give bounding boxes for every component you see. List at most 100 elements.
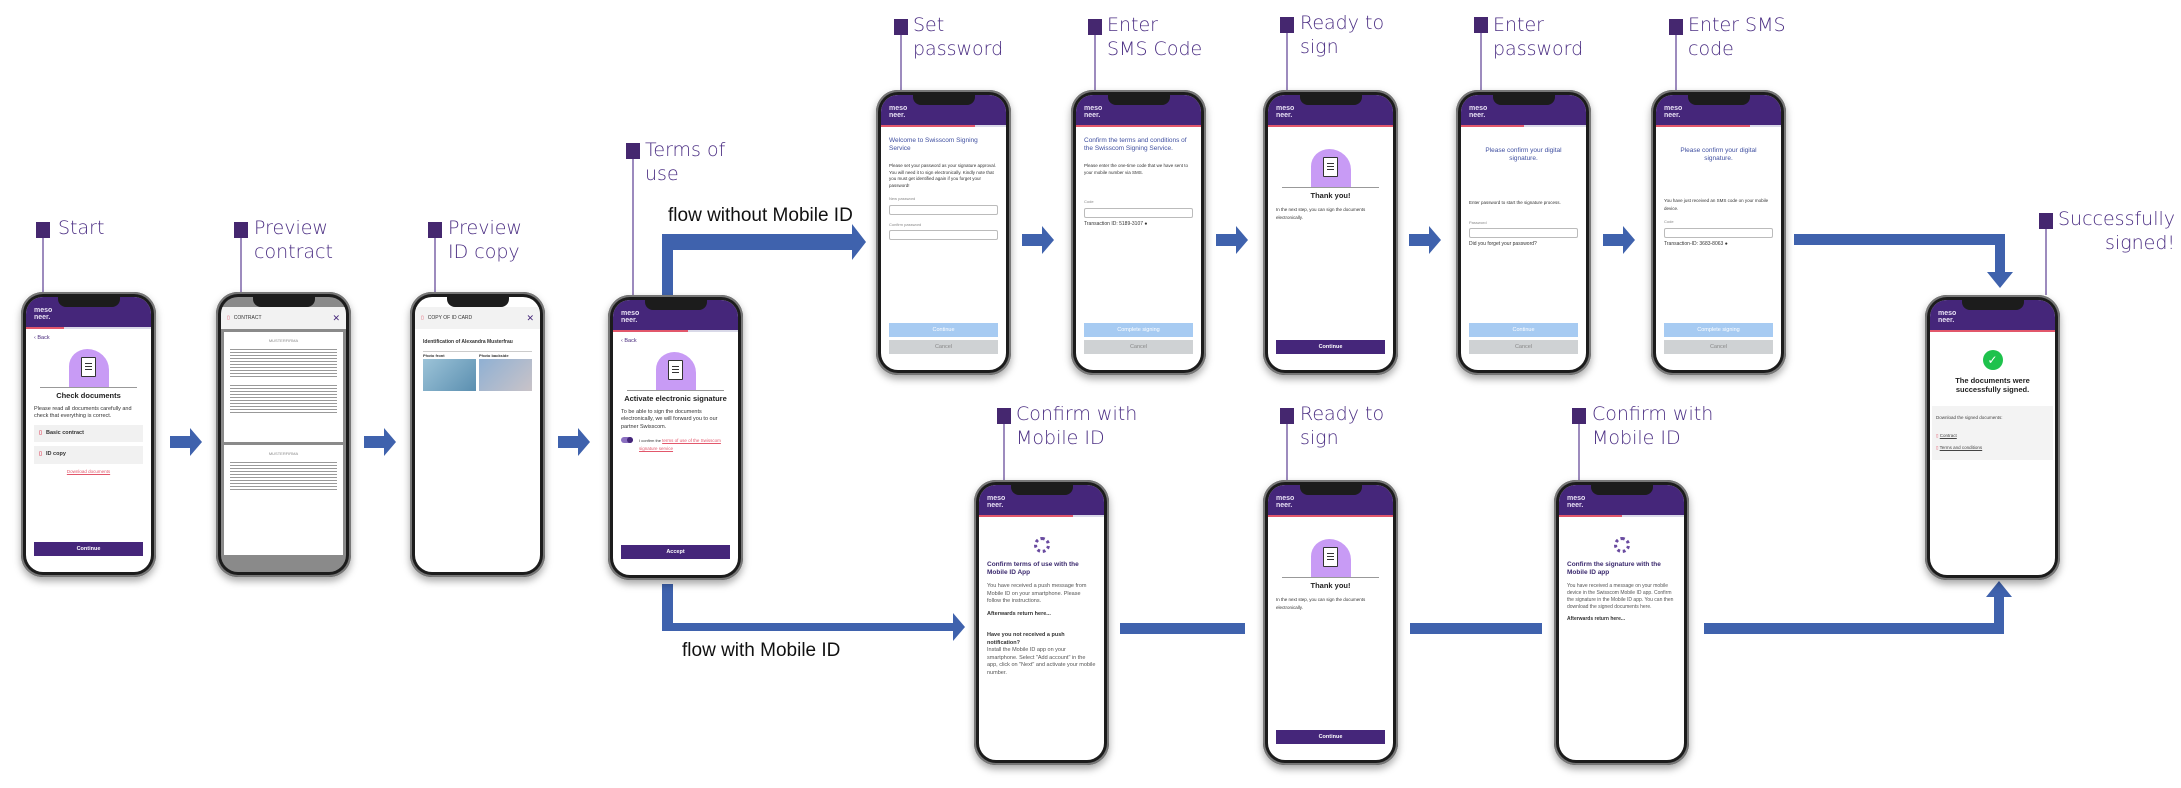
contract-page: MUSTERFIRMA <box>224 445 343 555</box>
mesoneer-logo: meso neer. <box>34 307 53 321</box>
step-label-enter-sms-code: Enter SMS code <box>1688 14 1786 60</box>
help-icon[interactable]: ● <box>1144 220 1148 227</box>
close-icon[interactable]: ✕ <box>332 312 340 323</box>
new-password-input[interactable] <box>889 204 998 215</box>
progress-bar <box>979 515 1104 517</box>
contract-page: MUSTERFIRMA <box>224 332 343 442</box>
signed-documents-panel: Download the signed documents: ▯ Contrac… <box>1932 406 2053 460</box>
step-label-set-password: Set password <box>913 14 1004 60</box>
mesoneer-logo: meso neer. <box>1469 105 1488 119</box>
code-input[interactable] <box>1664 227 1773 238</box>
arrow-4 <box>1022 226 1054 254</box>
cancel-button[interactable]: Cancel <box>889 340 998 354</box>
step-marker <box>626 143 640 159</box>
continue-button[interactable]: Continue <box>1469 323 1578 337</box>
screen-title: Check documents <box>56 390 121 400</box>
step-label-success: Successfully signed! <box>2058 208 2176 254</box>
phone-contract-preview: ▯CONTRACT✕ MUSTERFIRMA MUSTERFIRMA <box>216 292 351 577</box>
password-input[interactable] <box>1469 228 1578 238</box>
complete-signing-button[interactable]: Complete signing <box>1664 323 1773 337</box>
screen-title: Confirm the terms and conditions of the … <box>1084 137 1187 152</box>
arrow-5 <box>1216 226 1248 254</box>
screen-text: You have received a push message from Mo… <box>987 583 1087 604</box>
cancel-button[interactable]: Cancel <box>1469 340 1578 354</box>
phone-enter-sms-code-2: meso neer. Please confirm your digital s… <box>1651 90 1786 375</box>
screen-title: The documents were successfully signed. <box>1955 376 2030 394</box>
screen-title: Thank you! <box>1310 581 1351 590</box>
id-back-image <box>479 359 532 391</box>
screen-title: Please confirm your digital signature. <box>1485 147 1562 162</box>
return-note: Afterwards return here... <box>987 610 1051 617</box>
screen-text: You have just received an SMS code on yo… <box>1664 198 1769 211</box>
confirm-password-input[interactable] <box>889 230 998 240</box>
step-marker <box>36 222 50 238</box>
step-marker <box>894 19 908 35</box>
arrow-top-to-success <box>1794 234 2013 288</box>
flow-with-mobile-id-label: flow with Mobile ID <box>682 640 841 661</box>
continue-button[interactable]: Continue <box>889 323 998 337</box>
screen-text: Please enter the one-time code that we h… <box>1084 163 1189 175</box>
progress-bar <box>1930 330 2055 332</box>
mesoneer-logo: meso neer. <box>987 495 1006 509</box>
step-label-confirm-mobile-id-2: Confirm with Mobile ID <box>1592 403 1714 449</box>
screen-title: Confirm terms of use with the Mobile ID … <box>987 561 1079 576</box>
continue-button[interactable]: Continue <box>1276 730 1385 744</box>
screen-title: Activate electronic signature <box>624 393 727 403</box>
code-input[interactable] <box>1084 207 1193 218</box>
step-label-confirm-mobile-id: Confirm with Mobile ID <box>1016 403 1138 449</box>
screen-text: In the next step, you can sign the docum… <box>1276 207 1366 220</box>
back-link[interactable]: ‹ Back <box>621 338 637 344</box>
complete-signing-button[interactable]: Complete signing <box>1084 323 1193 337</box>
phone-id-copy-preview: ▯COPY OF ID CARD✕ Identification of Alex… <box>410 292 545 577</box>
phone-ready-to-sign: meso neer. Thank you! In the next step, … <box>1263 90 1398 375</box>
pdf-icon: ▯ <box>227 315 230 321</box>
phone-ready-to-sign-2: meso neer. Thank you! In the next step, … <box>1263 480 1398 765</box>
screen-text: Enter password to start the signature pr… <box>1469 200 1561 205</box>
step-marker <box>428 222 442 238</box>
mesoneer-logo: meso neer. <box>1276 495 1295 509</box>
document-illustration <box>651 350 701 390</box>
help-icon[interactable]: ● <box>1724 240 1728 247</box>
terms-consent: I confirm the terms of use of the Swissc… <box>621 437 730 452</box>
continue-button[interactable]: Continue <box>34 542 143 556</box>
progress-bar <box>1076 125 1201 127</box>
pdf-icon: ▯ <box>1936 433 1939 438</box>
screen-text: Please read all documents carefully and … <box>34 405 132 420</box>
arrow-2 <box>364 428 396 456</box>
forgot-password-link[interactable]: Did you forget your password? <box>1469 241 1537 247</box>
cancel-button[interactable]: Cancel <box>1084 340 1193 354</box>
progress-bar <box>26 327 151 329</box>
document-item[interactable]: ▯ID copy <box>34 446 143 464</box>
screen-text: To be able to sign the documents electro… <box>621 408 718 430</box>
mesoneer-logo: meso neer. <box>889 105 908 119</box>
code-label: Code <box>1084 199 1094 204</box>
terms-link[interactable]: terms of use of the Swisscom signature s… <box>639 438 721 451</box>
step-marker <box>2039 213 2053 229</box>
accept-button[interactable]: Accept <box>621 545 730 559</box>
step-label-preview-id: Preview ID copy <box>448 217 522 263</box>
phone-success: meso neer. ✓ The documents were successf… <box>1925 295 2060 580</box>
arrow-with-mobile-id <box>662 584 965 641</box>
close-icon[interactable]: ✕ <box>526 312 534 323</box>
no-push-heading: Have you not received a push notificatio… <box>987 632 1065 646</box>
mesoneer-logo: meso neer. <box>1567 495 1586 509</box>
cancel-button[interactable]: Cancel <box>1664 340 1773 354</box>
contract-link[interactable]: Contract <box>1939 433 1957 438</box>
terms-link[interactable]: Terms and conditions <box>1939 445 1983 450</box>
download-documents-link[interactable]: Download documents <box>66 468 111 474</box>
photo-back-label: Photo backside <box>479 352 509 358</box>
consent-toggle[interactable] <box>621 437 633 443</box>
password-label: Password <box>1469 219 1487 225</box>
new-password-label: New password <box>889 196 916 201</box>
loading-spinner-icon <box>1033 537 1050 553</box>
pdf-icon: ▯ <box>39 451 43 457</box>
code-label: Code <box>1664 219 1674 224</box>
app-header: meso neer. <box>26 297 151 327</box>
back-link[interactable]: ‹ Back <box>34 335 50 341</box>
document-item[interactable]: ▯Basic contract <box>34 424 143 442</box>
viewer-title: COPY OF ID CARD <box>427 315 473 321</box>
confirm-password-label: Confirm password <box>889 221 922 227</box>
phone-check-documents: meso neer. ‹ Back Check documents Please… <box>21 292 156 577</box>
continue-button[interactable]: Continue <box>1276 340 1385 354</box>
